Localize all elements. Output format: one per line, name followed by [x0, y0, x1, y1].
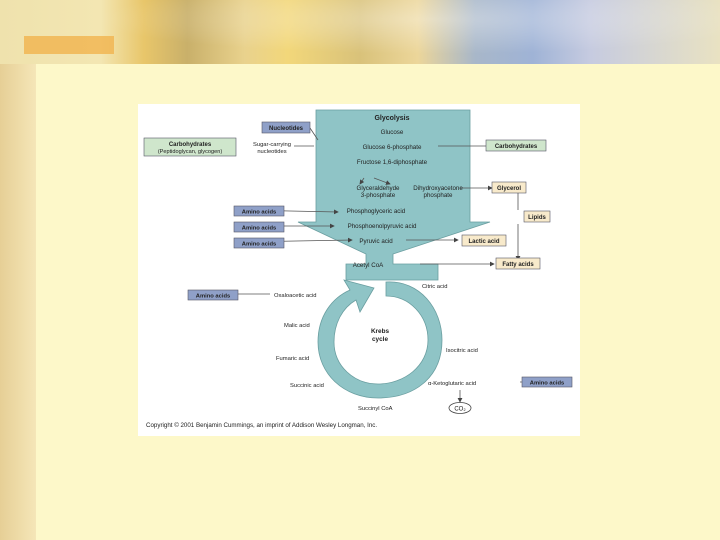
- amino-acids-label-1: Amino acids: [242, 210, 276, 216]
- glyceraldehyde-label-2: 3-phosphate: [361, 192, 396, 199]
- glyceraldehyde-label: Glyceraldehyde: [357, 185, 401, 192]
- phosphoglyceric-label: Phosphoglyceric acid: [347, 208, 406, 215]
- fumaric-acid-label: Fumaric acid: [276, 356, 309, 362]
- acetyl-coa-label: Acetyl CoA: [353, 262, 384, 269]
- sugar-carrying-label-2: nucleotides: [257, 149, 286, 155]
- lactic-acid-box: [461, 234, 507, 247]
- succinyl-coa-label: Succinyl CoA: [358, 406, 393, 412]
- amino-acids-box-3: [233, 237, 285, 249]
- decorative-header-band: [0, 0, 720, 64]
- krebs-cycle-title-2: cycle: [372, 336, 388, 343]
- citric-acid-label: Citric acid: [422, 284, 447, 290]
- decorative-left-strip: [0, 0, 36, 540]
- amino-acids-box-2: [233, 221, 285, 233]
- lipids-box: [523, 210, 551, 223]
- pyruvic-label: Pyruvic acid: [359, 238, 393, 245]
- co2-label: CO₂: [454, 407, 466, 413]
- oxaloacetic-acid-label: Oxaloacetic acid: [274, 293, 317, 299]
- dihydroxyacetone-label-2: phosphate: [424, 192, 453, 199]
- amino-acids-box-1: [233, 205, 285, 217]
- nucleotides-box: [261, 121, 311, 134]
- lipids-label: Lipids: [528, 215, 546, 221]
- isocitric-acid-label: Isocitric acid: [446, 348, 478, 354]
- pathway-diagram: Glycolysis Glucose Glucose 6-phosphate F…: [143, 109, 573, 429]
- amino-acids-label-5: Amino acids: [530, 381, 564, 387]
- sugar-carrying-label: Sugar-carrying: [253, 142, 291, 148]
- nucleotides-label: Nucleotides: [269, 126, 304, 132]
- glucose-label: Glucose: [381, 129, 404, 136]
- carbohydrates-left-label: Carbohydrates: [169, 142, 212, 148]
- ketoglutaric-acid-label: α-Ketoglutaric acid: [428, 381, 476, 387]
- glucose-6-phosphate-label: Glucose 6-phosphate: [363, 144, 422, 151]
- amino-acids-label-2: Amino acids: [242, 226, 276, 232]
- copyright-text: Copyright © 2001 Benjamin Cummings, an i…: [146, 422, 377, 429]
- co2-oval: [448, 402, 472, 414]
- fatty-acids-box: [495, 257, 541, 270]
- fructose-diphosphate-label: Fructose 1,6-diphosphate: [357, 159, 428, 166]
- decorative-orange-bar: [24, 36, 114, 54]
- amino-acids-label-3: Amino acids: [242, 242, 276, 248]
- phosphoenolpyruvic-label: Phosphoenolpyruvic acid: [348, 223, 417, 230]
- krebs-cycle-ring: [317, 279, 443, 399]
- glycolysis-funnel: [297, 109, 491, 281]
- carbohydrates-left-box: [143, 137, 237, 157]
- carbohydrates-right-label: Carbohydrates: [495, 144, 538, 150]
- dihydroxyacetone-label: Dihydroxyacetone: [413, 185, 463, 192]
- glycerol-box: [491, 181, 527, 194]
- glycolysis-title: Glycolysis: [374, 115, 409, 122]
- amino-acids-label-4: Amino acids: [196, 294, 230, 300]
- malic-acid-label: Malic acid: [284, 323, 310, 329]
- amino-acids-box-5: [521, 376, 573, 388]
- glycerol-label: Glycerol: [497, 186, 521, 192]
- carbohydrates-left-detail: (Peptidoglycan, glycogen): [158, 149, 223, 155]
- metabolic-pathway-figure: Glycolysis Glucose Glucose 6-phosphate F…: [138, 104, 580, 436]
- krebs-cycle-title: Krebs: [371, 328, 390, 335]
- carbohydrates-right-box: [485, 139, 547, 152]
- amino-acids-box-4: [187, 289, 239, 301]
- succinic-acid-label: Succinic acid: [290, 383, 324, 389]
- fatty-acids-label: Fatty acids: [502, 262, 534, 268]
- lactic-acid-label: Lactic acid: [468, 239, 499, 245]
